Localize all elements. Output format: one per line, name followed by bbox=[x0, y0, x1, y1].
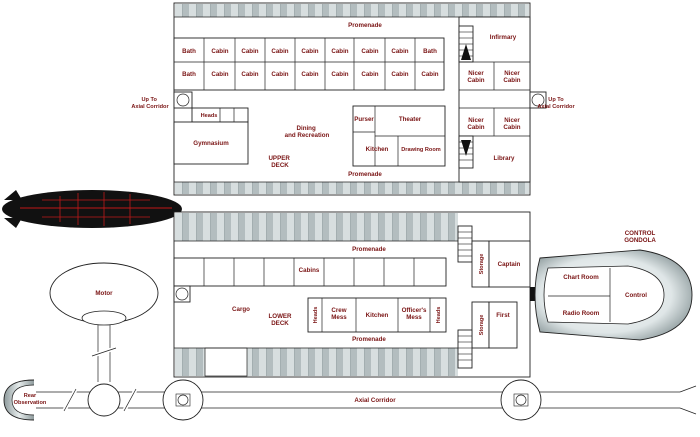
lower-cargo: Cargo bbox=[232, 306, 250, 313]
upper-right-stair-icon bbox=[531, 93, 545, 107]
room-label: Bath bbox=[182, 48, 196, 55]
room-label: Cabin bbox=[361, 48, 378, 55]
upper-deck-label: UPPER DECK bbox=[268, 155, 291, 169]
lower-promenade-top: Promenade bbox=[352, 246, 386, 253]
upper-promenade-top: Promenade bbox=[348, 22, 382, 29]
lower-cabins-row bbox=[173, 257, 447, 287]
room-label: Cabin bbox=[241, 48, 258, 55]
lower-left-stair-icon bbox=[175, 287, 189, 301]
upper-deck: Promenade Promenade Bath Cabin Cabin Cab… bbox=[131, 2, 575, 196]
room-label: Cabin bbox=[271, 48, 288, 55]
upper-gymnasium: Gymnasium bbox=[193, 140, 229, 147]
room-label: Cabin bbox=[391, 71, 408, 78]
upper-promenade-bottom: Promenade bbox=[348, 171, 382, 178]
upper-cabin-row-1: Bath Cabin Cabin Cabin Cabin Cabin Cabin… bbox=[182, 48, 437, 55]
room-label: Cabin bbox=[301, 48, 318, 55]
room-label: Cabin bbox=[271, 71, 288, 78]
room-label: Bath bbox=[182, 71, 196, 78]
upper-cabin-block bbox=[173, 37, 445, 91]
room-label: Cabin bbox=[301, 71, 318, 78]
lower-heads-left: Heads bbox=[313, 307, 319, 324]
upper-deck-bottom-hull bbox=[175, 182, 529, 194]
lower-first: First bbox=[496, 312, 509, 319]
upper-kitchen: Kitchen bbox=[366, 146, 389, 153]
axial-corridor-label: Axial Corridor bbox=[354, 397, 396, 404]
lower-deck-top-hull bbox=[175, 213, 458, 241]
lower-storage-top: Storage bbox=[479, 254, 485, 275]
upper-heads: Heads bbox=[201, 113, 218, 119]
room-label: Bath bbox=[423, 48, 437, 55]
motor-label: Motor bbox=[95, 290, 113, 297]
upper-left-stair-icon bbox=[176, 93, 190, 107]
lower-captain: Captain bbox=[498, 261, 521, 268]
upper-purser: Purser bbox=[354, 116, 374, 123]
upper-left-up-label: Up To Axial Corridor bbox=[131, 97, 169, 110]
upper-deck-top-hull bbox=[175, 4, 529, 17]
gondola-control: Control bbox=[625, 292, 647, 299]
upper-library: Library bbox=[494, 155, 516, 162]
upper-theater: Theater bbox=[399, 116, 422, 123]
room-label: Cabin bbox=[421, 71, 438, 78]
lower-storage-bottom: Storage bbox=[479, 315, 485, 336]
gondola-radio-room: Radio Room bbox=[563, 310, 600, 317]
upper-drawing-room: Drawing Room bbox=[401, 147, 440, 153]
room-label: Cabin bbox=[241, 71, 258, 78]
room-label: Cabin bbox=[391, 48, 408, 55]
room-label: Cabin bbox=[211, 71, 228, 78]
upper-infirmary: Infirmary bbox=[490, 34, 517, 41]
room-label: Cabin bbox=[211, 48, 228, 55]
upper-dining: Dining and Recreation bbox=[285, 125, 330, 139]
lower-kitchen: Kitchen bbox=[366, 312, 389, 319]
upper-gymnasium-room bbox=[173, 121, 249, 165]
lower-cabins: Cabins bbox=[299, 267, 320, 274]
airship-icon bbox=[2, 190, 182, 228]
room-label: Cabin bbox=[331, 48, 348, 55]
room-label: Cabin bbox=[331, 71, 348, 78]
lower-mess-block bbox=[307, 297, 447, 333]
upper-cabin-row-2: Bath Cabin Cabin Cabin Cabin Cabin Cabin… bbox=[182, 71, 439, 78]
lower-promenade-bottom: Promenade bbox=[352, 336, 386, 343]
gondola-chart-room: Chart Room bbox=[563, 274, 599, 281]
room-label: Cabin bbox=[361, 71, 378, 78]
lower-heads-right: Heads bbox=[436, 307, 442, 324]
